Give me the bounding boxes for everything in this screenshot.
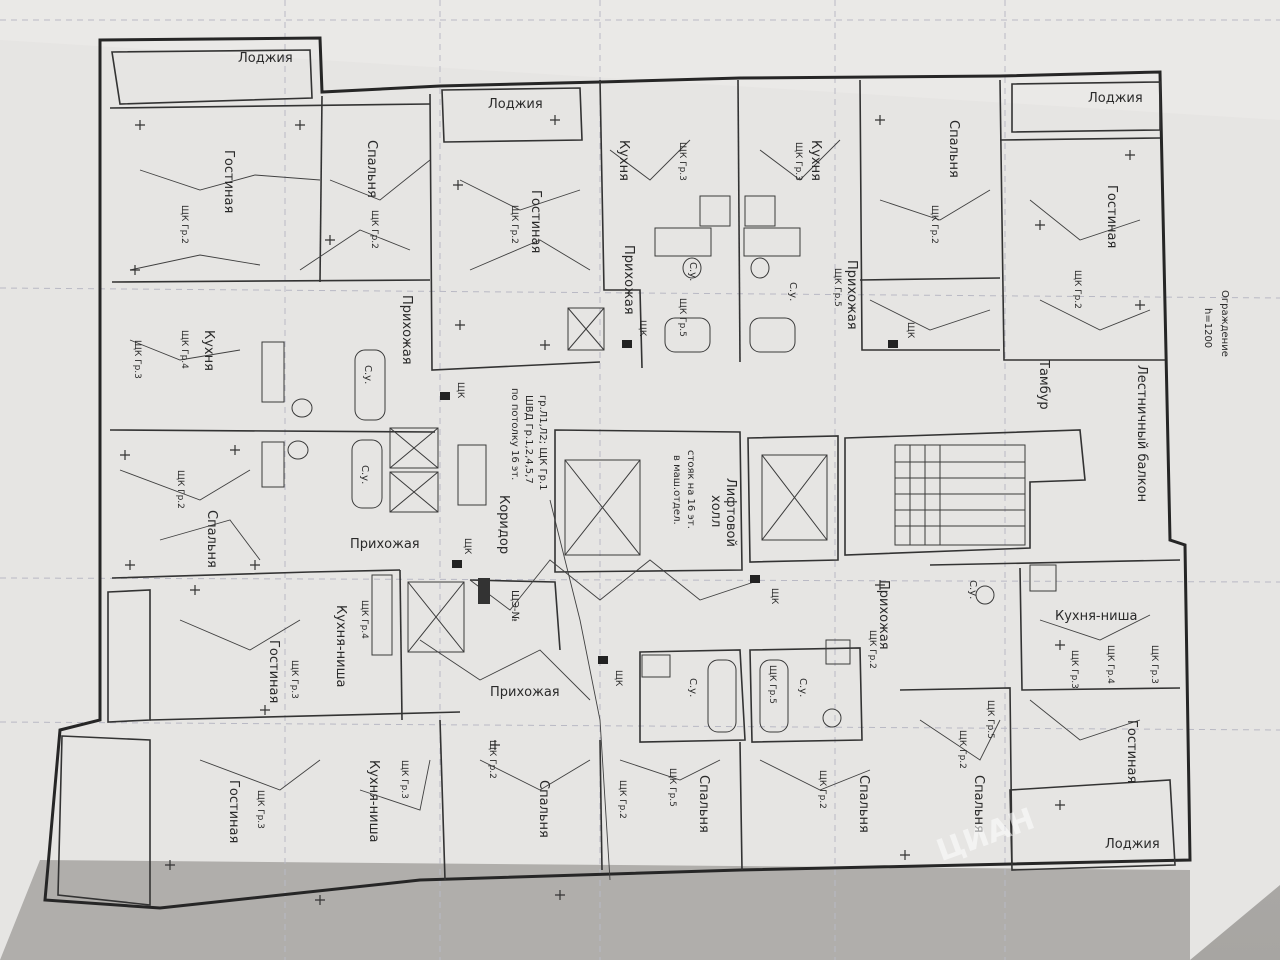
label-kukhnya-nisha-3: Кухня-ниша xyxy=(1055,609,1137,624)
elevator-shafts xyxy=(389,307,828,653)
label-gr-i: ЩК Гр.3 xyxy=(677,142,687,181)
label-lodzhia-top: Лоджия xyxy=(238,51,293,66)
label-koridor: Коридор xyxy=(496,495,511,554)
label-gr-v: ЩК Гр.5 xyxy=(985,700,995,739)
label-gr-m: ЩК Гр.3 xyxy=(289,660,299,699)
label-gr-a: ЩК Гр.2 xyxy=(179,205,189,244)
label-panel-note-1: гр.Л1,Л2; ЩК Гр.1 xyxy=(537,395,548,490)
label-gostinaya-3: Гостиная xyxy=(1104,185,1119,248)
label-su-4: С.у. xyxy=(787,282,798,301)
interior-walls xyxy=(109,79,1181,881)
label-spalnya-4: Спальня xyxy=(536,780,551,838)
label-gr-c: ЩК Гр.2 xyxy=(509,205,519,244)
label-spalnya-6: Спальня xyxy=(856,775,871,833)
label-gostinaya-6: Гостиная xyxy=(1124,720,1139,783)
label-prikhozhaya-1: Прихожая xyxy=(399,295,414,365)
label-su-2: С.у. xyxy=(359,465,370,484)
label-su-6: С.у. xyxy=(797,678,808,697)
label-gr-q: ЩК Гр.2 xyxy=(487,740,497,779)
label-gr-p: ЩК Гр.3 xyxy=(399,760,409,799)
label-lift-note-1: стояк на 16 эт. xyxy=(685,450,696,529)
label-kukhnya-nisha-1: Кухня-ниша xyxy=(333,605,348,687)
label-shcho: ЩЭ-№ xyxy=(509,590,520,622)
label-gr-r: ЩК Гр.2 xyxy=(617,780,627,819)
label-panel-note-2: ШВД Гр.1,2,4,5,7 xyxy=(523,395,534,484)
label-gr-u: ЩК Гр.2 xyxy=(957,730,967,769)
label-spalnya-7: Спальня xyxy=(971,775,986,833)
staircase xyxy=(894,444,1026,546)
label-gostinaya-2: Гостиная xyxy=(528,190,543,253)
outer-walls xyxy=(43,36,1192,910)
label-gr-aa: ЩК Гр.5 xyxy=(767,665,777,704)
label-gostinaya-1: Гостиная xyxy=(221,150,236,213)
label-gr-w: ЩК Гр.3 xyxy=(1069,650,1079,689)
label-prikhozhaya-2: Прихожая xyxy=(621,245,636,315)
label-kukhnya-nisha-2: Кухня-ниша xyxy=(366,760,381,842)
sanitary-fixtures xyxy=(261,195,1057,733)
label-ograzhdenie-2: h=1200 xyxy=(1202,308,1213,348)
label-ograzhdenie-1: Ограждение xyxy=(1219,290,1230,357)
label-gr-t: ЩК Гр.2 xyxy=(817,770,827,809)
label-lift-holl-2: холл xyxy=(708,495,723,527)
label-gr-b: ЩК Гр.2 xyxy=(369,210,379,249)
label-shchk-4: ЩК xyxy=(905,322,915,339)
label-lift-note-2: в маш.отдел. xyxy=(671,455,682,525)
label-prikhozhaya-3: Прихожая xyxy=(844,260,859,330)
label-panel-note-3: по потолку 16 эт. xyxy=(509,388,520,480)
bathroom-labels: С.у. С.у. С.у. С.у. С.у. С.у. С.у. xyxy=(359,262,978,697)
label-gr-g: ЩК Гр.3 xyxy=(132,340,142,379)
label-prikhozhaya-5: Прихожая xyxy=(490,685,560,700)
label-shchk-5: ЩК xyxy=(613,670,623,687)
panel-boxes: ЩК ЩК ЩК ЩК ЩК ЩК xyxy=(440,320,915,687)
label-gostinaya-4: Гостиная xyxy=(266,640,281,703)
label-gr-e: ЩК Гр.2 xyxy=(1072,270,1082,309)
label-gostinaya-5: Гостиная xyxy=(226,780,241,843)
label-kukhnya-3: Кухня xyxy=(201,330,216,371)
label-shchk-2: ЩК xyxy=(462,538,472,555)
label-su-7: С.у. xyxy=(967,580,978,599)
label-gr-n: ЩК Гр.4 xyxy=(359,600,369,639)
label-su-1: С.у. xyxy=(362,365,373,384)
label-lodzhia-top3: Лоджия xyxy=(1088,91,1143,106)
label-lift-holl-1: Лифтовой xyxy=(723,478,738,547)
label-gr-j: ЩК Гр.3 xyxy=(793,142,803,181)
label-lodzhia-bottom: Лоджия xyxy=(1105,837,1160,852)
label-spalnya-3: Спальня xyxy=(204,510,219,568)
paper-shadow xyxy=(0,860,1190,960)
label-gr-s: ЩК Гр.5 xyxy=(667,768,677,807)
label-shchk-3: ЩК xyxy=(637,320,647,337)
label-gr-x: ЩК Гр.4 xyxy=(1105,645,1115,684)
label-prikhozhaya-6: Прихожая xyxy=(876,580,891,650)
label-kukhnya-1: Кухня xyxy=(616,140,631,181)
label-prikhozhaya-4: Прихожая xyxy=(350,537,420,552)
label-gr-h: ЩК Гр.2 xyxy=(175,470,185,509)
label-su-5: С.у. xyxy=(687,678,698,697)
label-gr-k: ЩК Гр.5 xyxy=(677,298,687,337)
label-spalnya-1: Спальня xyxy=(364,140,379,198)
label-gr-z: ЩК Гр.2 xyxy=(867,630,877,669)
label-spalnya-2: Спальня xyxy=(946,120,961,178)
label-kukhnya-2: Кухня xyxy=(808,140,823,181)
label-shchk-1: ЩК xyxy=(455,382,465,399)
wiring xyxy=(119,139,1151,881)
room-labels: Лоджия Лоджия Лоджия Лоджия Гостиная Спа… xyxy=(201,51,1230,852)
label-lodzhia-top2: Лоджия xyxy=(488,97,543,112)
label-balkon: Лестничный балкон xyxy=(1134,365,1149,502)
fixture-marks xyxy=(120,115,1145,905)
label-gr-o: ЩК Гр.3 xyxy=(255,790,265,829)
panel-group-labels: ЩК Гр.2 ЩК Гр.2 ЩК Гр.2 ЩК Гр.2 ЩК Гр.2 … xyxy=(132,142,1159,829)
label-tambur: Тамбур xyxy=(1036,359,1051,410)
label-spalnya-5: Спальня xyxy=(696,775,711,833)
label-gr-l: ЩК Гр.5 xyxy=(832,268,842,307)
label-gr-y: ЩК Гр.3 xyxy=(1149,645,1159,684)
label-shchk-6: ЩК xyxy=(769,588,779,605)
label-gr-d: ЩК Гр.2 xyxy=(929,205,939,244)
label-su-3: С.у. xyxy=(687,262,698,281)
label-gr-f: ЩК Гр.4 xyxy=(179,330,189,369)
